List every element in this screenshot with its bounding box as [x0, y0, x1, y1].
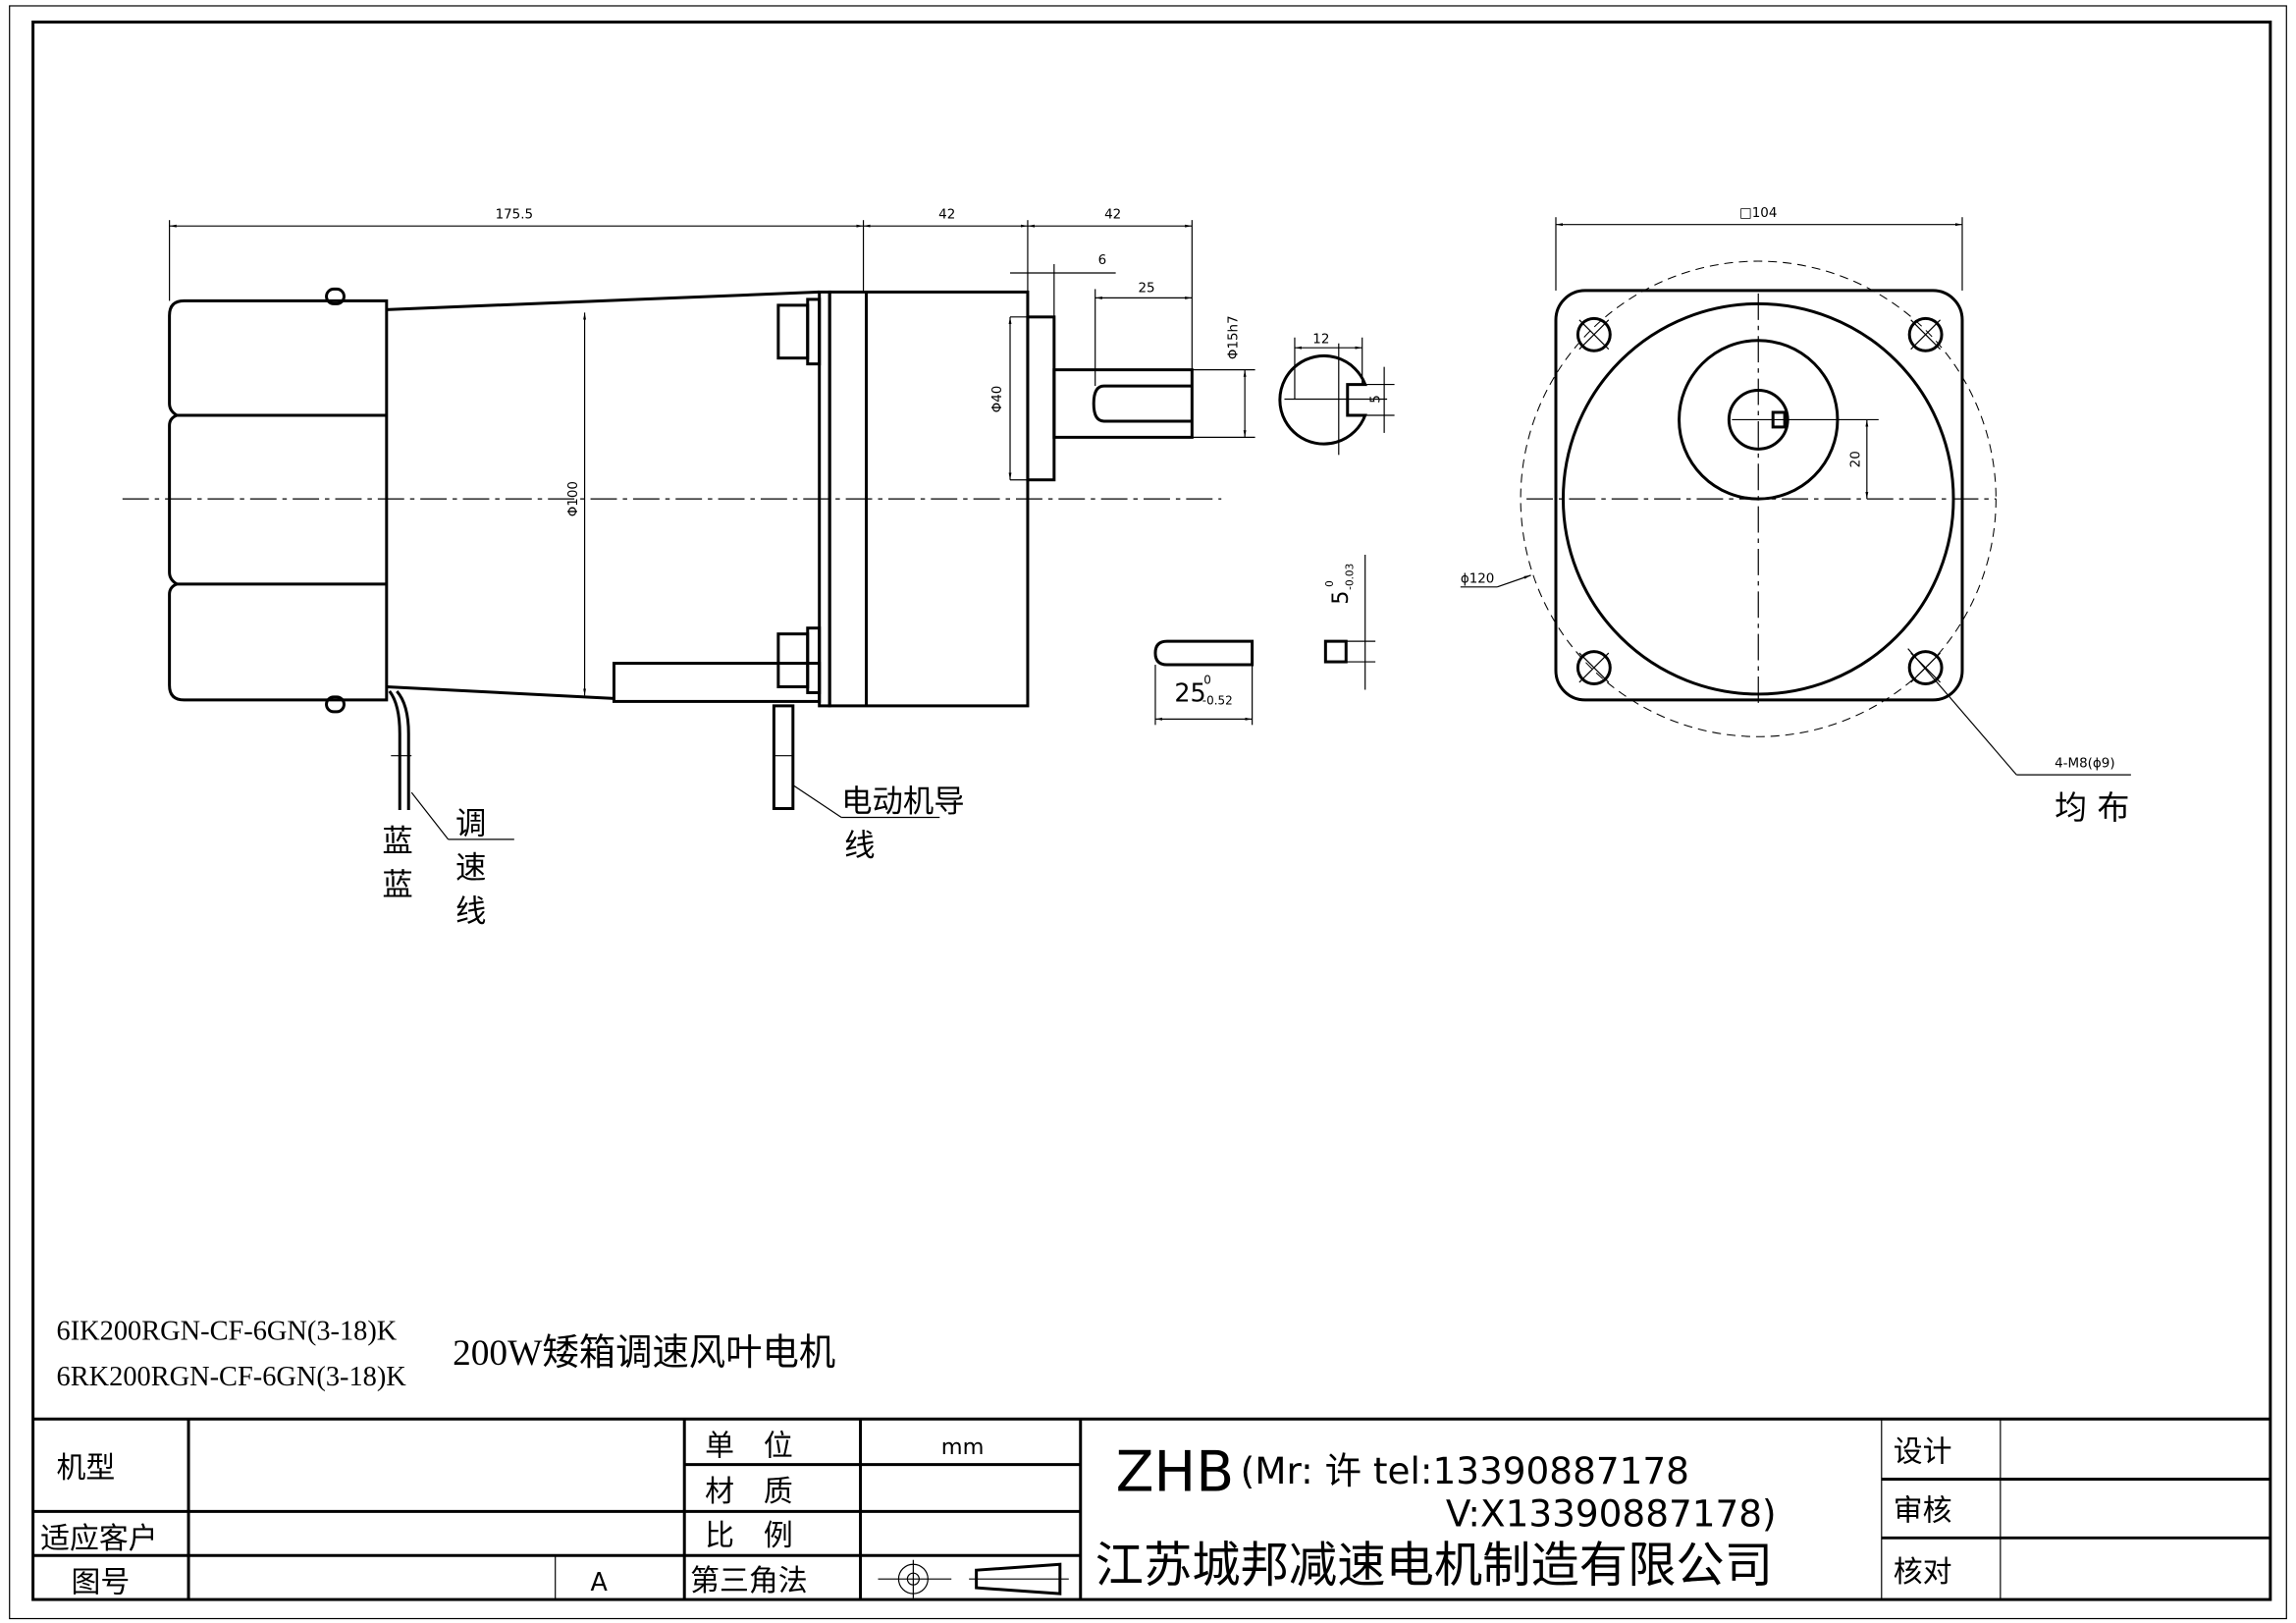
customer-label: 适应客户: [40, 1522, 158, 1556]
front-view: □104 20 ϕ120 4-M8(ϕ9) 均 布: [1461, 206, 2131, 827]
dim-pcd: ϕ120: [1461, 571, 1495, 586]
dim-holes: 4-M8(ϕ9): [2055, 757, 2114, 772]
lead-color-2: 蓝: [382, 868, 412, 903]
dim-shaft-dia: Φ15h7: [1227, 315, 1242, 359]
dim-boss-length: 6: [1098, 253, 1107, 268]
dim-body-dia: Φ100: [566, 481, 581, 516]
dim-key-thk-upper: 0: [1324, 580, 1336, 587]
dim-motor-length: 175.5: [496, 208, 533, 223]
dim-key-thk-lower: -0.03: [1345, 564, 1357, 590]
speed-lead-1: 调: [455, 806, 486, 841]
projection-label: 第三角法: [690, 1564, 808, 1598]
screw-top: [325, 287, 346, 305]
contact-line-1: (Mr: 许 tel:13390887178: [1241, 1449, 1689, 1492]
drawing-no-label: 图号: [71, 1566, 130, 1600]
dim-key-len: 25: [1174, 677, 1205, 707]
lead-color-1: 蓝: [382, 824, 412, 859]
dim-key-thk: 5: [1328, 590, 1354, 604]
dim-gearbox-length: 42: [938, 208, 955, 223]
company-name: 江苏城邦减速电机制造有限公司: [1095, 1537, 1773, 1594]
revision: A: [591, 1567, 609, 1596]
product-name: 200W矮箱调速风叶电机: [453, 1332, 835, 1374]
outer-border: [9, 5, 2287, 1620]
scale-label: 比 例: [705, 1519, 793, 1553]
brand: ZHB: [1116, 1439, 1235, 1504]
motor-lead-label: 电动机导: [841, 784, 965, 820]
model-2: 6RK200RGN-CF-6GN(3-18)K: [57, 1362, 407, 1392]
third-angle-projection-icon: [878, 1559, 1069, 1598]
dim-boss-dia: Φ40: [990, 386, 1005, 413]
holes-note: 均 布: [2055, 788, 2129, 827]
speed-lead-2: 速: [455, 850, 486, 886]
speed-lead-3: 线: [455, 894, 486, 930]
dim-shaft-offset: 20: [1848, 451, 1863, 467]
check-label: 核对: [1894, 1555, 1952, 1590]
motor-lead-label-2: 线: [844, 828, 875, 863]
inner-frame: [31, 20, 2272, 1601]
dim-flange-square: □104: [1739, 206, 1777, 221]
material-label: 材 质: [705, 1475, 793, 1509]
dim-key-length: 25: [1138, 281, 1154, 296]
side-view: 175.5 42 42 6 25 Φ15h7 Φ40 Φ100 蓝 蓝 调 速 …: [122, 208, 1255, 930]
review-label: 审核: [1894, 1493, 1952, 1528]
model-1: 6IK200RGN-CF-6GN(3-18)K: [57, 1317, 398, 1347]
unit-label: 单 位: [705, 1430, 793, 1464]
screw-bottom: [325, 695, 346, 714]
model-label: 机型: [57, 1451, 116, 1486]
title-block: 机型 适应客户 图号 A 单 位 mm 材 质 比 例 第三角法 ZHB (Mr…: [32, 1417, 2270, 1600]
contact-line-2: V:X13390887178): [1446, 1491, 1777, 1535]
design-label: 设计: [1894, 1435, 1952, 1470]
shaft-section: 12 5: [1278, 333, 1395, 456]
dim-shaft-length: 42: [1104, 208, 1121, 223]
dim-key-width: 5: [1369, 395, 1384, 404]
key-detail: 25 0 -0.52 5 0 -0.03: [1153, 554, 1376, 726]
dim-section-width: 12: [1312, 333, 1329, 348]
dim-key-len-lower: -0.52: [1202, 693, 1233, 707]
dim-key-len-upper: 0: [1203, 673, 1211, 686]
unit-value: mm: [941, 1434, 985, 1460]
